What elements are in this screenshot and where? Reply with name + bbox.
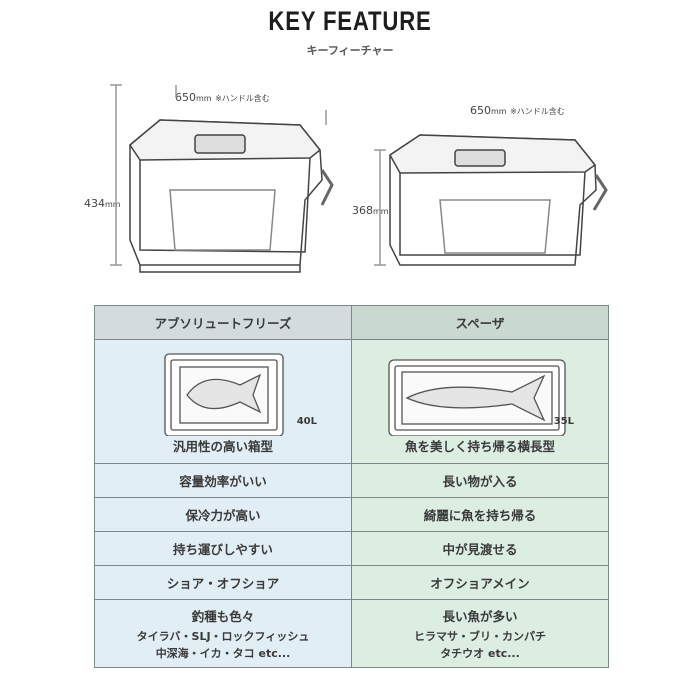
fish-in-box-icon	[164, 353, 284, 437]
feature-text: 保冷力が高い	[94, 497, 352, 532]
page-subtitle: キーフィーチャー	[306, 44, 394, 57]
cooler2-illustration	[374, 134, 608, 266]
fishing-types-line: 中深海・イカ・タコ etc...	[155, 646, 291, 660]
cooler1-illustration	[110, 84, 334, 273]
feature-text: 綺麗に魚を持ち帰る	[351, 497, 609, 532]
volume-label: 40L	[296, 416, 317, 427]
page-title: KEY FEATURE	[268, 6, 432, 36]
cooler1-top-view: 40L	[95, 340, 351, 437]
comparison-table: アブソリュートフリーズ スペーザ 40L 汎用性の高い箱型 35L 魚を美しく持…	[94, 305, 609, 668]
volume-label: 35L	[553, 416, 574, 427]
feature-text: 持ち運びしやすい	[94, 531, 352, 566]
feature-text: 中が見渡せる	[351, 531, 609, 566]
cooler2-height-label: 368mm	[352, 204, 389, 217]
feature-text: 長い物が入る	[351, 463, 609, 498]
cooler1-width-label: 650mm ※ハンドル含む	[175, 91, 270, 104]
feature-text: 容量効率がいい	[94, 463, 352, 498]
fish-in-box-icon	[388, 359, 566, 437]
feature-text: 汎用性の高い箱型	[172, 439, 273, 454]
feature-title: 長い魚が多い	[442, 608, 518, 624]
cooler2-width-label: 650mm ※ハンドル含む	[470, 104, 565, 117]
fish-types-line: タチウオ etc...	[440, 646, 520, 660]
column-header-absolute-freeze: アブソリュートフリーズ	[94, 305, 352, 340]
feature-title: 釣種も色々	[191, 608, 255, 624]
feature-text: ショア・オフショア	[94, 565, 352, 600]
feature-text: オフショアメイン	[351, 565, 609, 600]
cooler1-height-label: 434mm	[84, 197, 121, 210]
feature-text: 魚を美しく持ち帰る横長型	[404, 439, 555, 454]
fishing-types-line: タイラバ・SLJ・ロックフィッシュ	[136, 629, 310, 643]
column-header-spaza: スペーザ	[351, 305, 609, 340]
cooler2-top-view: 35L	[352, 340, 608, 437]
fish-types-line: ヒラマサ・ブリ・カンパチ	[414, 629, 546, 643]
